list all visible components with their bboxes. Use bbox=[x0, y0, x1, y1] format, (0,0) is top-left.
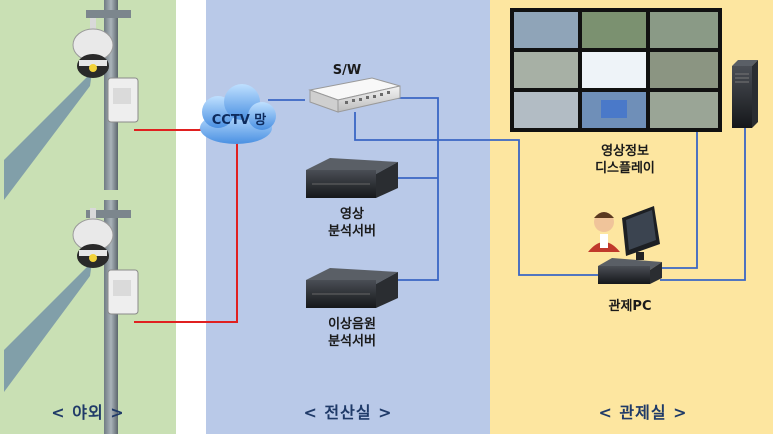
cctv-network-label: CCTV 망 bbox=[211, 113, 267, 128]
audio-server-label-line1: 이상음원 bbox=[328, 317, 376, 332]
camera-1-link bbox=[134, 117, 211, 131]
ptz-camera-icon bbox=[72, 18, 114, 78]
camera-1-view-cone bbox=[4, 72, 92, 200]
server-icon bbox=[306, 158, 398, 198]
video-wall-label-line2: 디스플레이 bbox=[595, 161, 655, 176]
cloud-icon bbox=[200, 84, 276, 144]
junction-box-icon bbox=[107, 269, 139, 315]
outdoor-zone-title: < 야외 > bbox=[51, 403, 125, 422]
camera-2-link bbox=[134, 140, 238, 323]
server-room-zone bbox=[206, 0, 490, 434]
switch-to-servers-link bbox=[395, 97, 439, 281]
junction-box-icon bbox=[107, 77, 139, 123]
camera-links bbox=[134, 117, 238, 323]
control-room-zone-title: < 관제실 > bbox=[598, 403, 688, 422]
video-server-label-line1: 영상 bbox=[340, 207, 364, 222]
lan-links bbox=[268, 97, 746, 281]
control-pc-label: 관제PC bbox=[608, 299, 652, 314]
switch-to-pc-link bbox=[354, 112, 598, 276]
operator-icon bbox=[588, 212, 620, 252]
monitor-wall-icon bbox=[510, 8, 722, 132]
ptz-camera-icon bbox=[72, 208, 114, 268]
video-wall-label-line1: 영상정보 bbox=[601, 144, 649, 159]
server-room-zone-title: < 전산실 > bbox=[303, 403, 393, 422]
pc-icon bbox=[598, 206, 662, 284]
audio-server-label-line2: 분석서버 bbox=[328, 334, 376, 349]
server-icon bbox=[306, 268, 398, 308]
video-server-label-line2: 분석서버 bbox=[328, 224, 376, 239]
switch-label: S/W bbox=[332, 63, 362, 78]
tower-server-icon bbox=[732, 60, 758, 128]
pc-to-wall-link bbox=[660, 130, 698, 269]
camera-2-view-cone bbox=[4, 262, 92, 392]
switch-icon bbox=[308, 77, 401, 113]
pc-to-tower-link bbox=[660, 128, 746, 281]
